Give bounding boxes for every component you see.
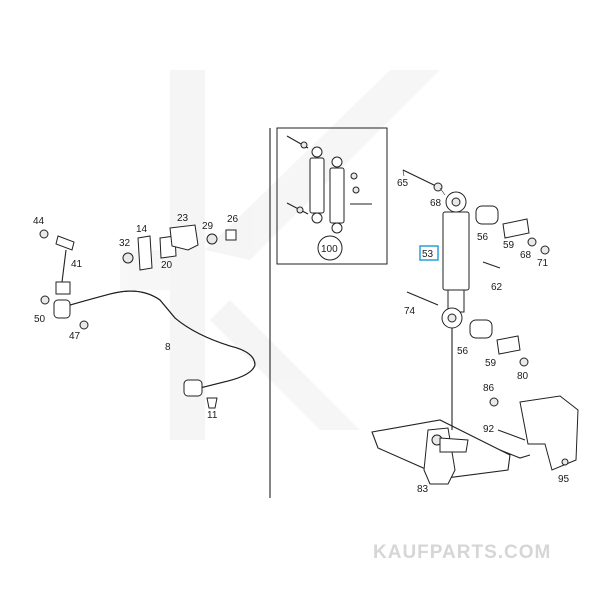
callout-68-right[interactable]: 68 — [520, 250, 532, 261]
kit-inset-box — [276, 127, 388, 265]
callout-65[interactable]: 65 — [397, 178, 409, 189]
callout-59-bottom[interactable]: 59 — [485, 358, 497, 369]
stabilizer-bar — [53, 290, 256, 409]
callout-11[interactable]: 11 — [207, 410, 218, 421]
callout-41[interactable]: 41 — [71, 259, 83, 270]
highlight-box-53 — [419, 245, 439, 261]
callout-23[interactable]: 23 — [177, 213, 189, 224]
callout-71[interactable]: 71 — [537, 258, 549, 269]
callout-47[interactable]: 47 — [69, 331, 81, 342]
shock-absorber — [402, 169, 550, 430]
callout-32[interactable]: 32 — [119, 238, 131, 249]
callout-80[interactable]: 80 — [517, 371, 529, 382]
callout-53[interactable]: 53 — [422, 249, 434, 260]
axle-mount — [371, 419, 511, 485]
callout-50[interactable]: 50 — [34, 314, 46, 325]
callout-14[interactable]: 14 — [136, 224, 148, 235]
inset-shock-absorbers — [286, 135, 372, 234]
callout-95[interactable]: 95 — [558, 474, 570, 485]
callout-83[interactable]: 83 — [417, 484, 429, 495]
callout-56-top[interactable]: 56 — [477, 232, 489, 243]
kit-100-circle — [317, 235, 343, 261]
callout-59-top[interactable]: 59 — [503, 240, 515, 251]
callout-56-bottom[interactable]: 56 — [457, 346, 469, 357]
bracket-parts — [122, 224, 237, 271]
callout-26[interactable]: 26 — [227, 214, 239, 225]
callout-86[interactable]: 86 — [483, 383, 495, 394]
callout-62[interactable]: 62 — [491, 282, 503, 293]
callout-100[interactable]: 100 — [321, 244, 338, 255]
watermark-text: KAUFPARTS.COM — [373, 542, 551, 563]
right-bracket — [489, 395, 579, 471]
callout-20[interactable]: 20 — [161, 260, 173, 271]
callout-29[interactable]: 29 — [202, 221, 214, 232]
callout-68-top[interactable]: 68 — [430, 198, 442, 209]
callout-8[interactable]: 8 — [165, 342, 171, 353]
leader-lines — [402, 169, 446, 196]
callout-92[interactable]: 92 — [483, 424, 495, 435]
callout-74[interactable]: 74 — [404, 306, 416, 317]
sway-bar-link — [39, 229, 75, 305]
callout-44[interactable]: 44 — [33, 216, 45, 227]
